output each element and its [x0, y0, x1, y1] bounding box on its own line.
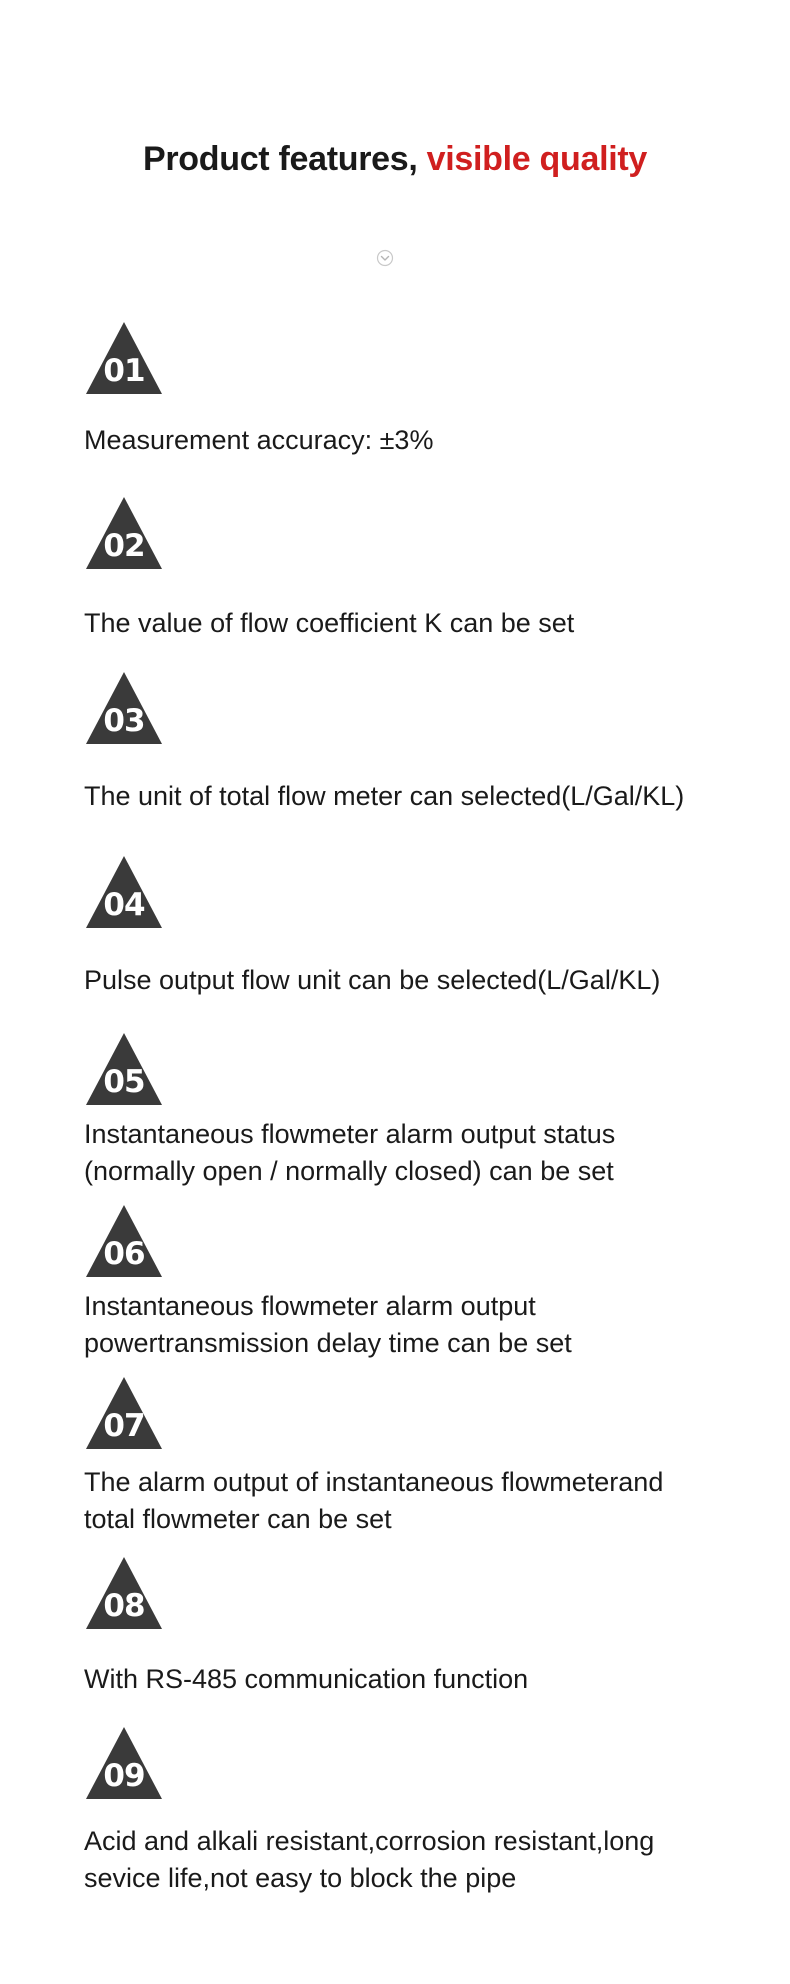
feature-text: The value of flow coefficient K can be s… [84, 608, 575, 638]
feature-text: Acid and alkali resistant,corrosion resi… [84, 1826, 655, 1893]
badge-number: 06 [103, 1236, 145, 1272]
badge-number: 01 [103, 353, 145, 389]
title-accent: visible quality [426, 140, 648, 178]
feature-text: Measurement accuracy: ±3% [84, 425, 434, 455]
feature-text: The alarm output of instantaneous flowme… [84, 1467, 664, 1534]
feature-text: The unit of total flow meter can selecte… [84, 781, 685, 811]
number-badge: 07 [86, 1377, 162, 1449]
page-title: Product features, visible quality [0, 140, 790, 179]
badge-number: 09 [103, 1758, 145, 1794]
badge-number: 07 [103, 1408, 145, 1444]
number-badge: 03 [86, 672, 162, 744]
number-badge: 04 [86, 856, 162, 928]
feature-text: Pulse output flow unit can be selected(L… [84, 965, 661, 995]
title-main: Product features, [142, 140, 427, 178]
number-badge: 02 [86, 497, 162, 569]
badge-number: 02 [103, 528, 145, 564]
badge-number: 05 [103, 1064, 145, 1100]
feature-text: With RS-485 communication function [84, 1664, 529, 1694]
chevron-down-circle-icon[interactable] [376, 249, 394, 267]
badge-number: 08 [103, 1588, 145, 1624]
number-badge: 05 [86, 1033, 162, 1105]
badge-number: 03 [103, 703, 145, 739]
badge-number: 04 [103, 887, 145, 923]
number-badge: 01 [86, 322, 162, 394]
number-badge: 06 [86, 1205, 162, 1277]
feature-text: Instantaneous flowmeter alarm output pow… [84, 1291, 572, 1358]
number-badge: 09 [86, 1727, 162, 1799]
feature-text: Instantaneous flowmeter alarm output sta… [84, 1119, 616, 1186]
number-badge: 08 [86, 1557, 162, 1629]
